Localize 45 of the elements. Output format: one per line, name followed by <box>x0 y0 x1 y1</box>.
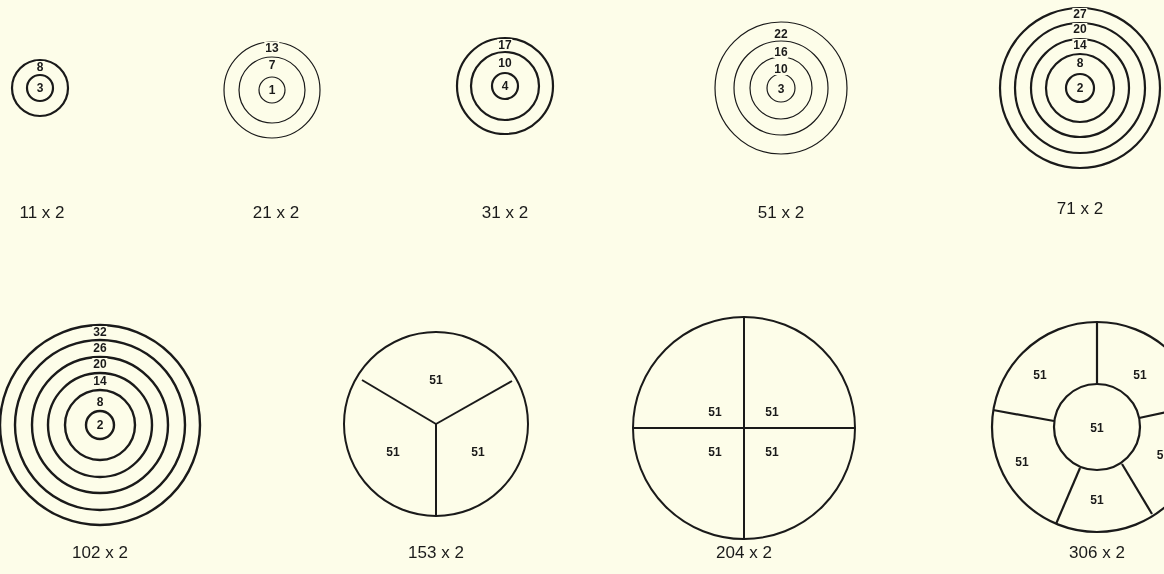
section-number: 51 <box>1089 422 1105 434</box>
ring-number: 1 <box>267 84 277 96</box>
ring-number: 8 <box>1075 57 1085 69</box>
ring-number: 14 <box>1072 39 1088 51</box>
section-number: 51 <box>707 406 723 418</box>
ring-number: 22 <box>773 28 789 40</box>
figure-caption: 102 x 2 <box>72 543 128 561</box>
section-number: 51 <box>1132 369 1148 381</box>
ring-number: 7 <box>267 59 277 71</box>
section-number: 51 <box>1089 494 1105 506</box>
figure-caption: 31 x 2 <box>481 203 529 221</box>
ring-number: 4 <box>500 80 510 92</box>
figure-caption: 51 x 2 <box>757 203 805 221</box>
figure-caption: 306 x 2 <box>1069 543 1125 561</box>
ring-number: 26 <box>92 342 108 354</box>
ring-number: 10 <box>773 63 789 75</box>
ring-number: 32 <box>92 326 108 338</box>
figure-caption: 71 x 2 <box>1056 199 1104 217</box>
section-number: 51 <box>1032 369 1048 381</box>
ring-number: 14 <box>92 375 108 387</box>
ring-number: 8 <box>35 61 45 73</box>
ring-number: 8 <box>95 396 105 408</box>
ring-number: 2 <box>1075 82 1085 94</box>
section-number: 51 <box>1014 456 1030 468</box>
ring-number: 2 <box>95 419 105 431</box>
section-number: 51 <box>764 406 780 418</box>
ring-number: 27 <box>1072 8 1088 20</box>
figure-caption: 153 x 2 <box>408 543 464 561</box>
ring-number: 20 <box>92 358 108 370</box>
section-number: 5 <box>1155 449 1164 461</box>
ring-number: 3 <box>35 82 45 94</box>
section-number: 51 <box>385 446 401 458</box>
figure-caption: 21 x 2 <box>252 203 300 221</box>
section-number: 51 <box>428 374 444 386</box>
ring-number: 20 <box>1072 23 1088 35</box>
figure-caption: 11 x 2 <box>19 203 65 221</box>
section-number: 51 <box>764 446 780 458</box>
ring-number: 3 <box>776 83 786 95</box>
section-number: 51 <box>470 446 486 458</box>
figure-caption: 204 x 2 <box>716 543 772 561</box>
section-number: 51 <box>707 446 723 458</box>
ring-number: 16 <box>773 46 789 58</box>
ring-number: 10 <box>497 57 513 69</box>
ring-number: 13 <box>264 42 280 54</box>
ring-number: 17 <box>497 39 513 51</box>
